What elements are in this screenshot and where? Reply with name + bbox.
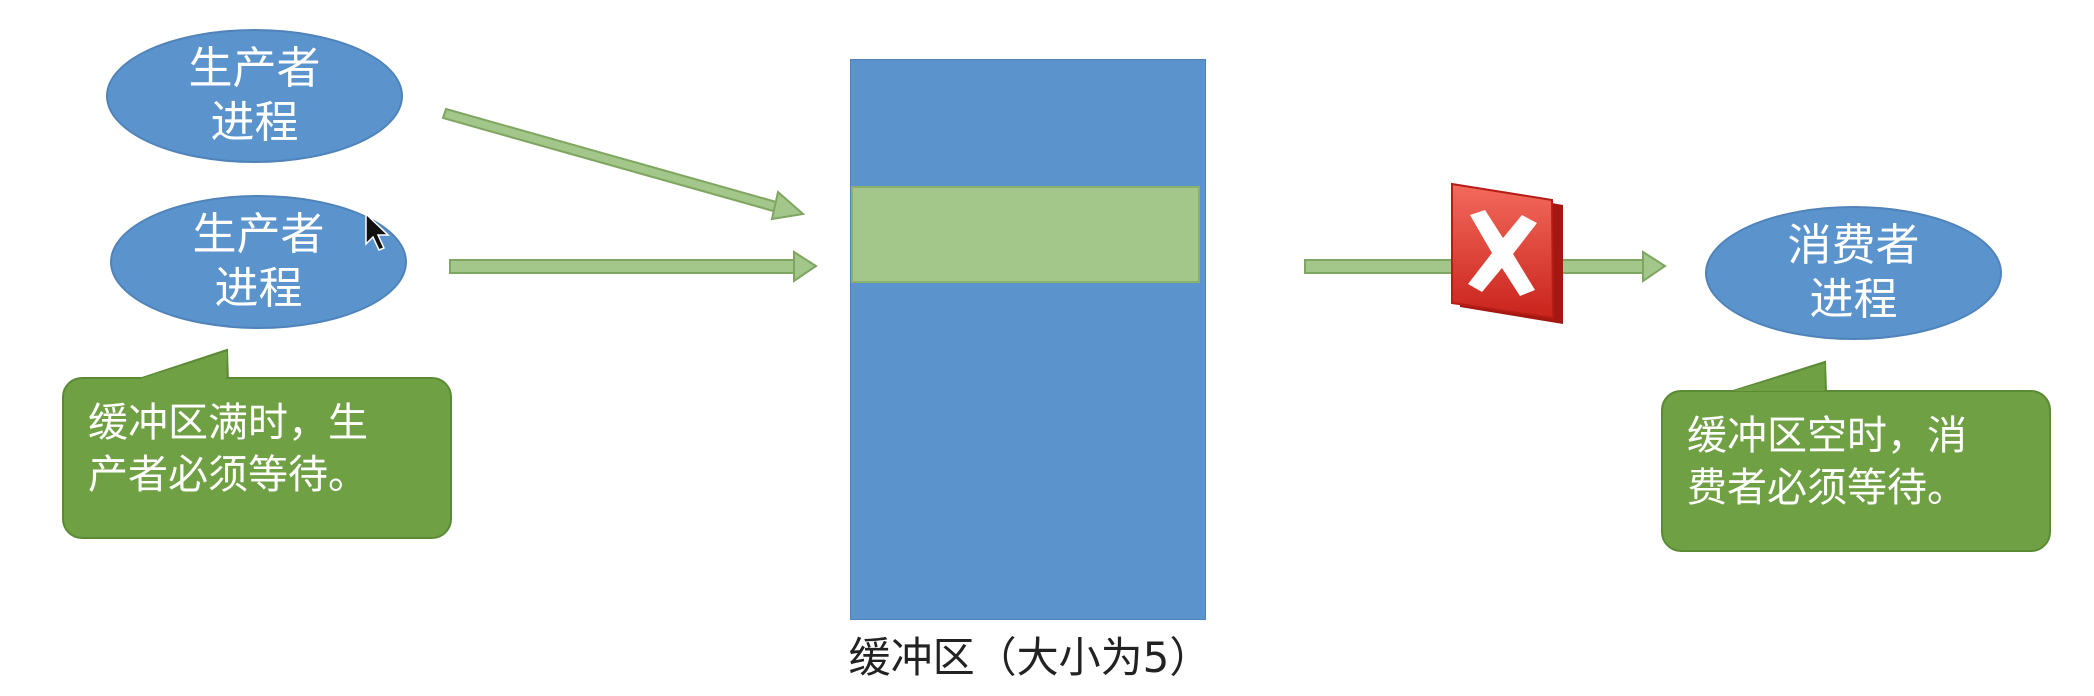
consumer-process-label-line2: 进程 [1809,274,1898,325]
buffer-filled-slot [851,186,1200,283]
buffer-caption: 缓冲区（大小为5） [848,633,1212,682]
producer-process-2-label-line1: 生产者 [192,209,325,260]
consumer-process: 消费者 进程 [1705,206,2002,340]
consumer-callout-line1: 缓冲区空时，消 [1687,413,1967,459]
producer-process-2-label-line2: 进程 [214,263,303,314]
producer-1-arrow [441,107,806,221]
producer-2-arrow [449,250,818,283]
producer-process-2: 生产者 进程 [110,195,407,329]
buffer [850,59,1206,620]
producer-process-1: 生产者 进程 [106,29,403,163]
consumer-process-label-line1: 消费者 [1787,220,1920,271]
consumer-wait-callout: 缓冲区空时，消 费者必须等待。 [1661,390,2051,552]
producer-callout-line2: 产者必须等待。 [88,452,368,498]
producer-callout-line1: 缓冲区满时，生 [88,400,368,446]
producer-wait-callout: 缓冲区满时，生 产者必须等待。 [62,377,452,539]
producer-process-1-label-line2: 进程 [210,97,299,148]
producer-process-1-label-line1: 生产者 [188,43,321,94]
consumer-callout-line2: 费者必须等待。 [1687,465,1967,511]
